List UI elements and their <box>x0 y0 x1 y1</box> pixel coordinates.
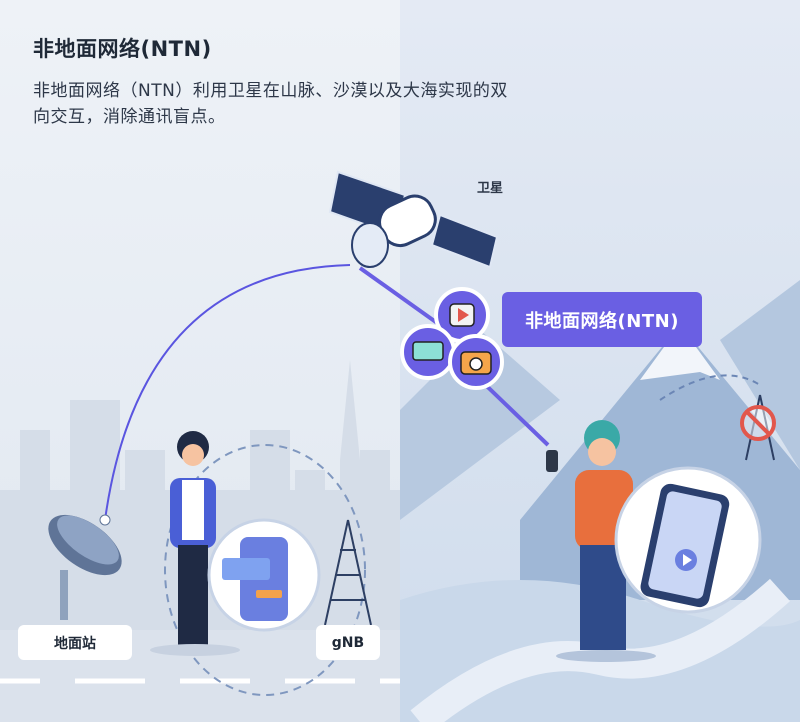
coverage-ring <box>164 444 366 696</box>
ground-station-label: 地面站 <box>18 625 132 660</box>
gnb-tower-icon <box>324 519 372 626</box>
satellite-label: 卫星 <box>477 181 504 196</box>
video-card-left <box>222 558 270 580</box>
blocked-link <box>659 374 761 401</box>
app-bubbles <box>400 287 504 390</box>
satellite-dish-icon <box>48 514 122 620</box>
page-description: 非地面网络（NTN）利用卫星在山脉、沙漠以及大海实现的双向交互，消除通讯盲点。 <box>33 81 508 127</box>
uplink-arc <box>104 264 351 521</box>
page-title: 非地面网络(NTN) <box>33 37 212 61</box>
satellite-icon <box>328 170 499 269</box>
person-woman <box>150 431 240 656</box>
satellite-link <box>358 266 442 327</box>
play-icon <box>458 308 469 322</box>
ntn-badge: 非地面网络(NTN) <box>502 292 702 347</box>
no-signal-tower-icon <box>740 394 776 461</box>
chat-icon <box>412 341 444 361</box>
gnb-label: gNB <box>316 625 380 660</box>
